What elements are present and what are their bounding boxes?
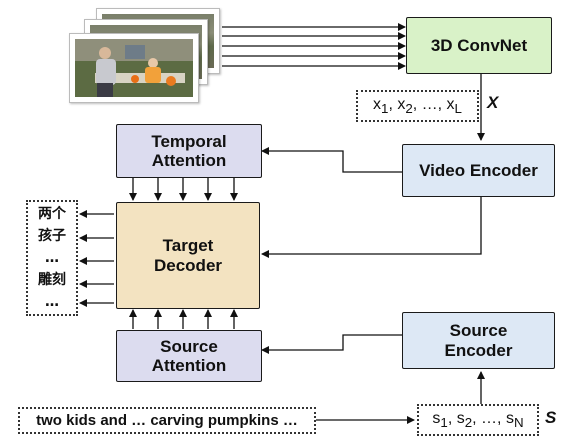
s-sequence: s1, s2, …, sN [432,409,524,431]
x-symbol: X [487,93,499,112]
source-sentence: two kids and … carving pumpkins … [36,412,298,429]
s-ellipsis: … [481,409,498,427]
x-ellipsis: … [421,95,438,113]
video-frame-front [69,33,199,103]
x-sequence: x1, x2, …, xL [373,95,462,117]
video-frame-front-image [75,39,193,97]
output-token-2: 孩子 [38,228,66,244]
s-sequence-box: s1, s2, …, sN [417,404,539,436]
x-item-1: x1 [373,95,389,117]
temporal-attention-label-line2: Attention [151,151,227,170]
video-encoder-label: Video Encoder [419,160,538,180]
video-to-temporal-arrow [261,147,402,173]
output-token-3: … [45,250,59,266]
convnet-box: 3D ConvNet [406,17,552,74]
source-to-attention-arrow [261,334,402,354]
output-tokens-box: 两个 孩子 … 雕刻 … [26,200,78,316]
target-decoder-box: Target Decoder [116,202,260,309]
s-symbol: S [545,408,557,427]
s-item-1: s1 [432,409,448,431]
s-item-2: s2 [456,409,473,431]
target-decoder-label-line2: Decoder [153,255,223,275]
x-sequence-box: x1, x2, …, xL [356,90,479,122]
source-sentence-box: two kids and … carving pumpkins … [18,407,316,434]
output-token-1: 两个 [38,206,66,222]
video-encoder-box: Video Encoder [402,144,555,197]
source-attention-label-line2: Attention [151,356,227,375]
s-item-N: sN [505,409,524,431]
source-encoder-box: Source Encoder [402,312,555,369]
video-to-decoder-arrow [261,197,482,258]
source-encoder-label-line2: Encoder [444,340,513,360]
source-encoder-label-line1: Source [449,321,508,341]
target-decoder-label-line1: Target [162,236,214,256]
temporal-attention-box: Temporal Attention [116,124,262,178]
convnet-label: 3D ConvNet [430,35,528,55]
source-attention-label-line1: Source [160,336,218,356]
temporal-attention-label-line1: Temporal [151,131,227,151]
x-item-2: x2 [397,95,413,117]
video-scene [75,39,193,97]
source-attention-box: Source Attention [116,330,262,382]
x-item-L: xL [446,95,462,117]
output-token-4: 雕刻 [38,272,66,288]
output-token-5: … [45,294,59,310]
